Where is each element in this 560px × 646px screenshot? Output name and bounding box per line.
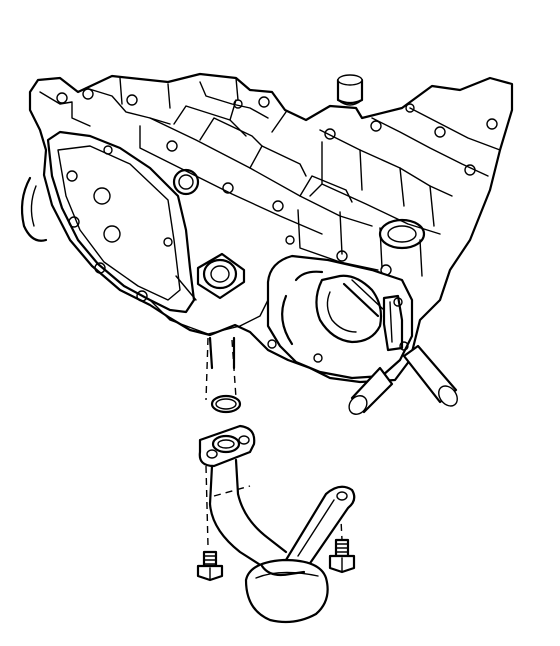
oil-pump-pickup-tube xyxy=(208,458,356,574)
bolt-left xyxy=(196,550,224,582)
bolt-right xyxy=(328,538,356,574)
coolant-pipe-left xyxy=(348,366,394,415)
crank-bearing-ring xyxy=(196,252,246,300)
flange-gasket xyxy=(198,424,256,468)
pickup-strainer xyxy=(244,558,329,624)
o-ring xyxy=(210,394,242,414)
engine-block xyxy=(20,72,514,415)
pickup-tube-upper xyxy=(208,336,236,370)
coolant-pipe-right xyxy=(402,344,458,407)
